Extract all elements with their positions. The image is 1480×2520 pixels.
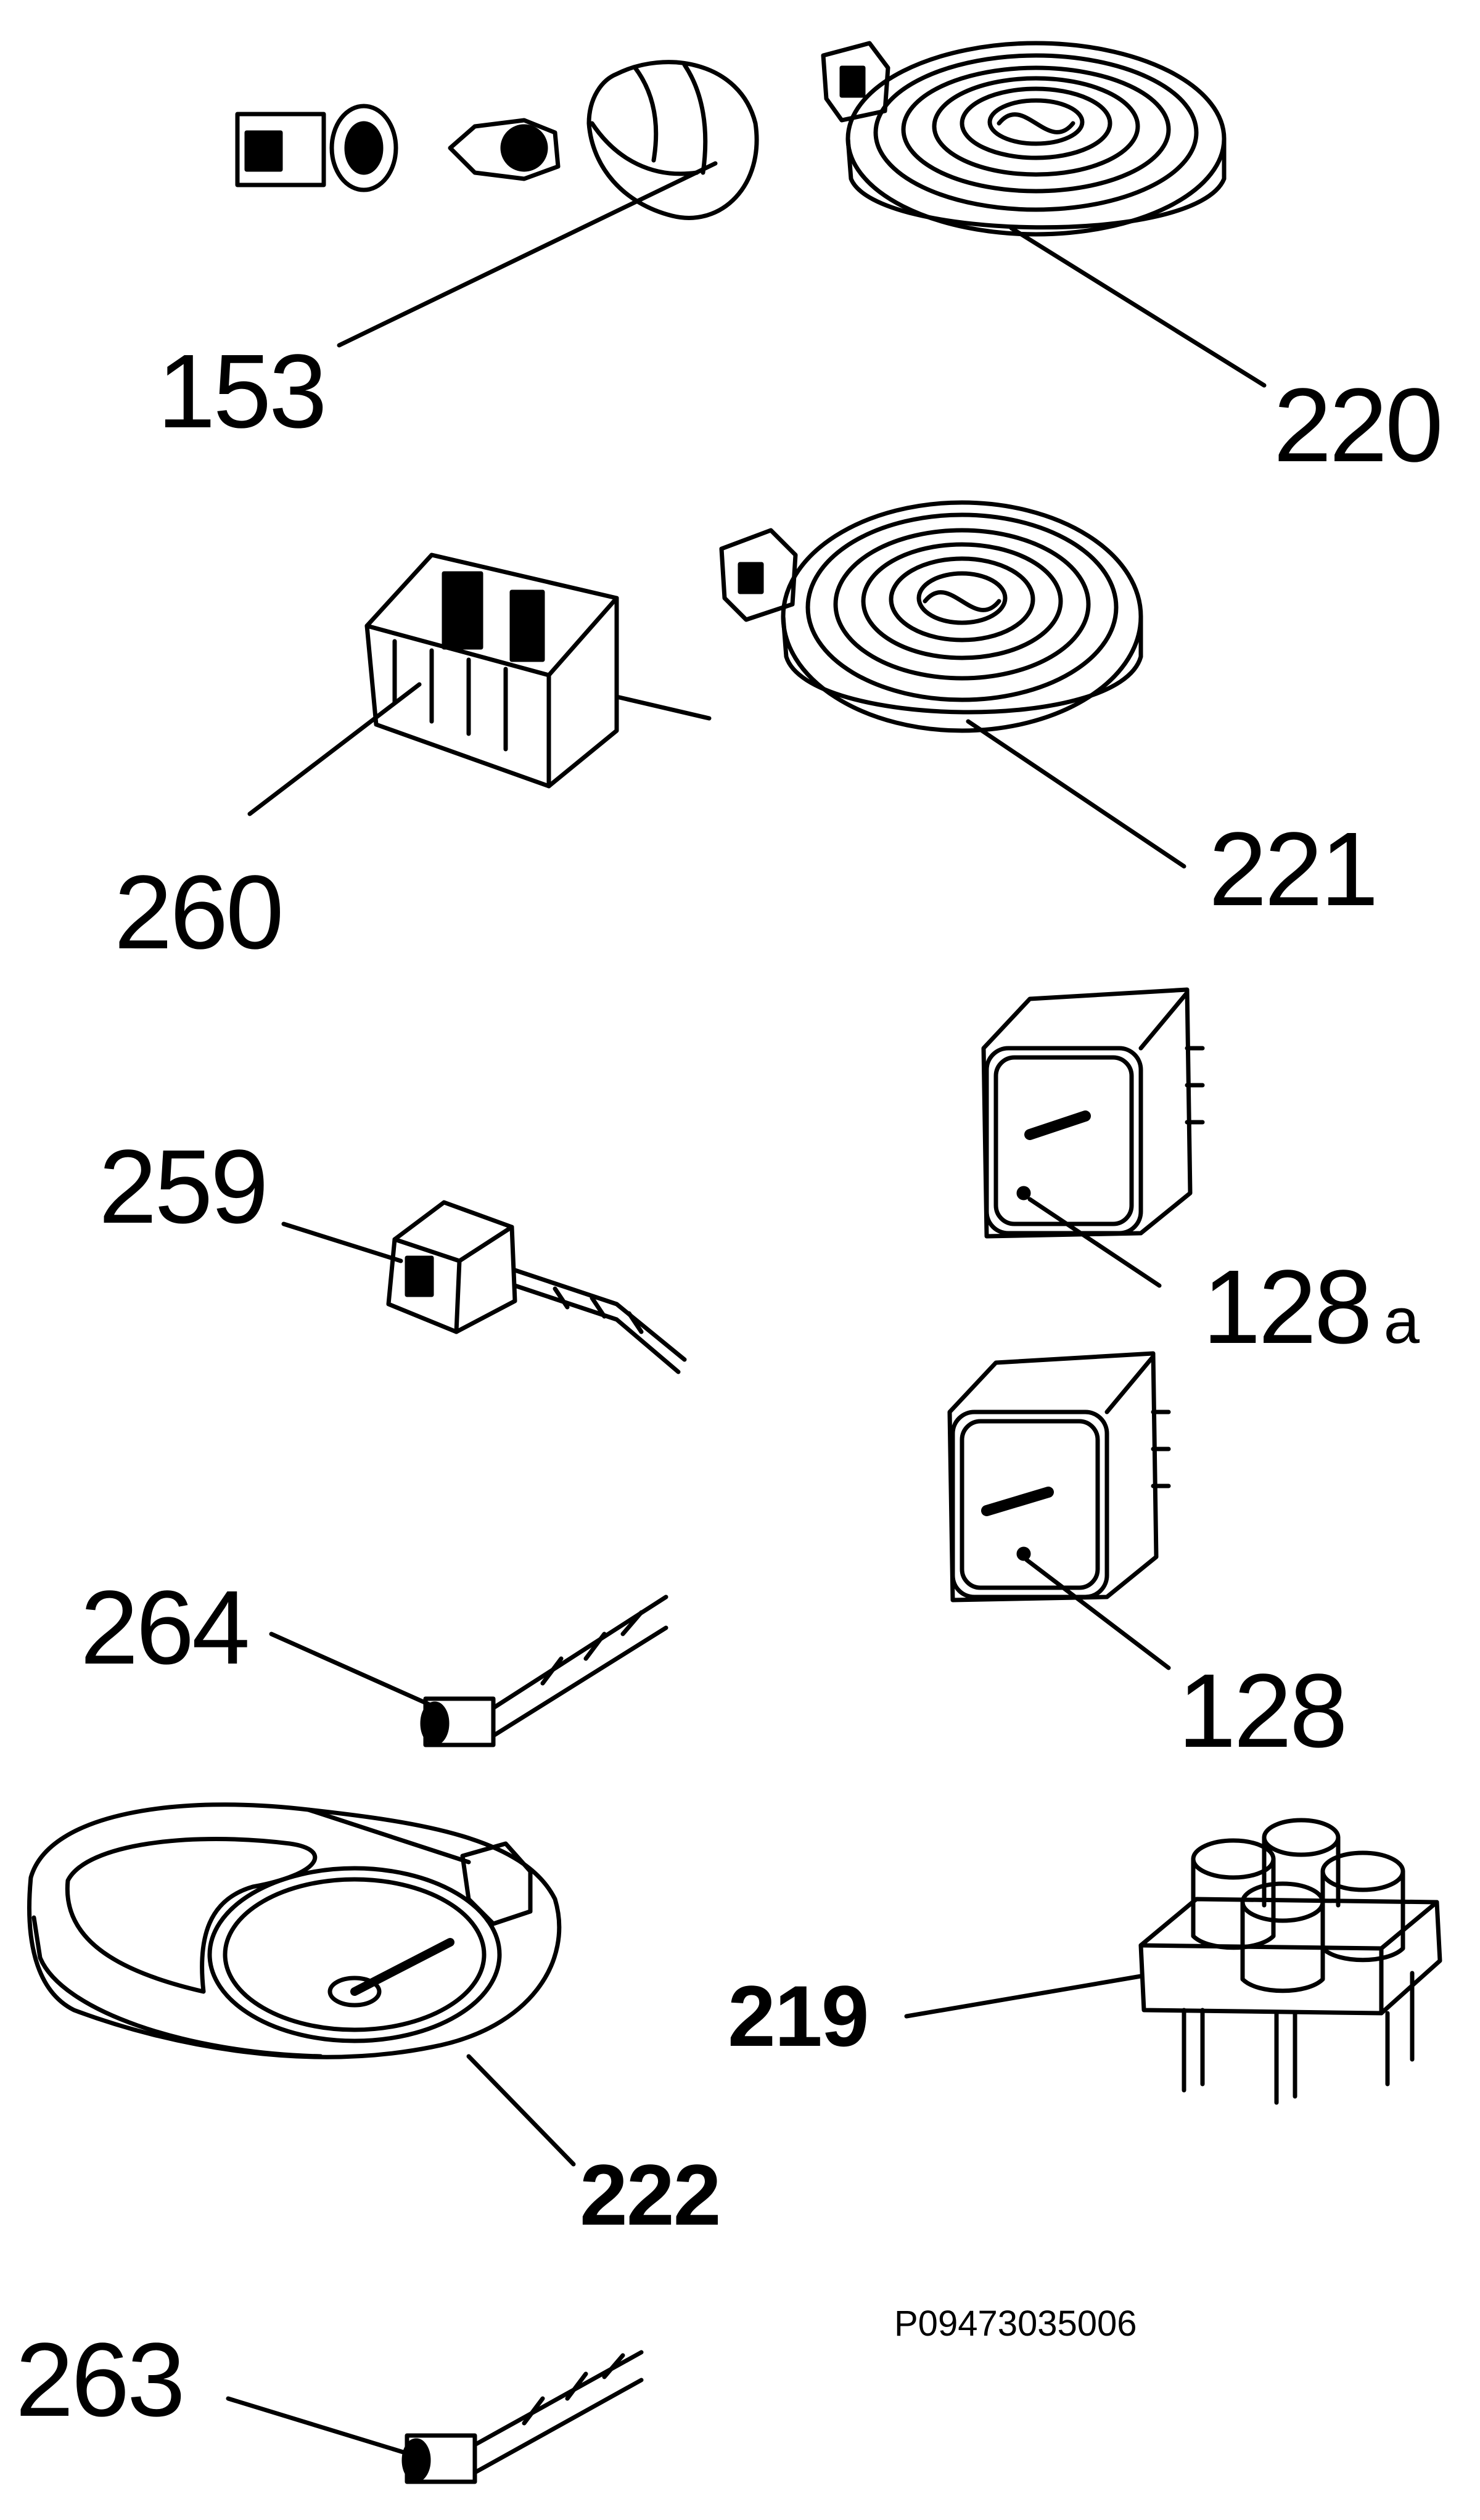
leader-264 bbox=[269, 1631, 446, 1714]
rotary-switch-drawing bbox=[364, 552, 712, 789]
leader-222 bbox=[466, 2054, 576, 2167]
part-label-259: 259 bbox=[99, 1128, 269, 1246]
part-label-128a-suffix: a bbox=[1383, 1285, 1420, 1357]
leader-220 bbox=[1009, 226, 1267, 388]
relay-bottom-drawing bbox=[947, 1351, 1171, 1603]
energy-regulator-drawing bbox=[386, 1200, 687, 1374]
leader-153 bbox=[337, 161, 718, 348]
part-label-153: 153 bbox=[157, 333, 327, 450]
part-label-220: 220 bbox=[1273, 367, 1444, 484]
part-label-128a-number: 128 bbox=[1202, 1249, 1373, 1366]
leader-259 bbox=[281, 1221, 403, 1263]
leader-260 bbox=[247, 682, 422, 816]
part-label-221: 221 bbox=[1209, 811, 1379, 928]
radiant-heater-large-drawing bbox=[821, 41, 1227, 237]
part-label-260: 260 bbox=[114, 854, 284, 971]
part-label-128: 128 bbox=[1178, 1652, 1348, 1770]
oval-dual-heater-drawing bbox=[27, 1802, 562, 2059]
shaft-extension-lower-drawing bbox=[401, 2350, 644, 2484]
leader-128a bbox=[1027, 1197, 1162, 1288]
part-label-264: 264 bbox=[80, 1569, 250, 1686]
relay-top-drawing bbox=[981, 987, 1205, 1239]
leader-263 bbox=[226, 2396, 422, 2460]
leader-221 bbox=[966, 719, 1186, 869]
part-label-219: 219 bbox=[728, 1968, 870, 2064]
part-label-222: 222 bbox=[580, 2146, 722, 2243]
indicator-lamp-block-drawing bbox=[1138, 1818, 1442, 2105]
leader-219 bbox=[904, 1974, 1143, 2019]
drawing-code: P09473035006 bbox=[894, 2304, 1137, 2344]
part-label-263: 263 bbox=[15, 2321, 186, 2439]
shaft-extension-drawing bbox=[420, 1594, 668, 1747]
leader-128 bbox=[1024, 1558, 1171, 1670]
lamp-assembly-drawing bbox=[235, 60, 759, 220]
leader-lines bbox=[226, 161, 1267, 2460]
radiant-heater-small-drawing bbox=[719, 500, 1143, 733]
